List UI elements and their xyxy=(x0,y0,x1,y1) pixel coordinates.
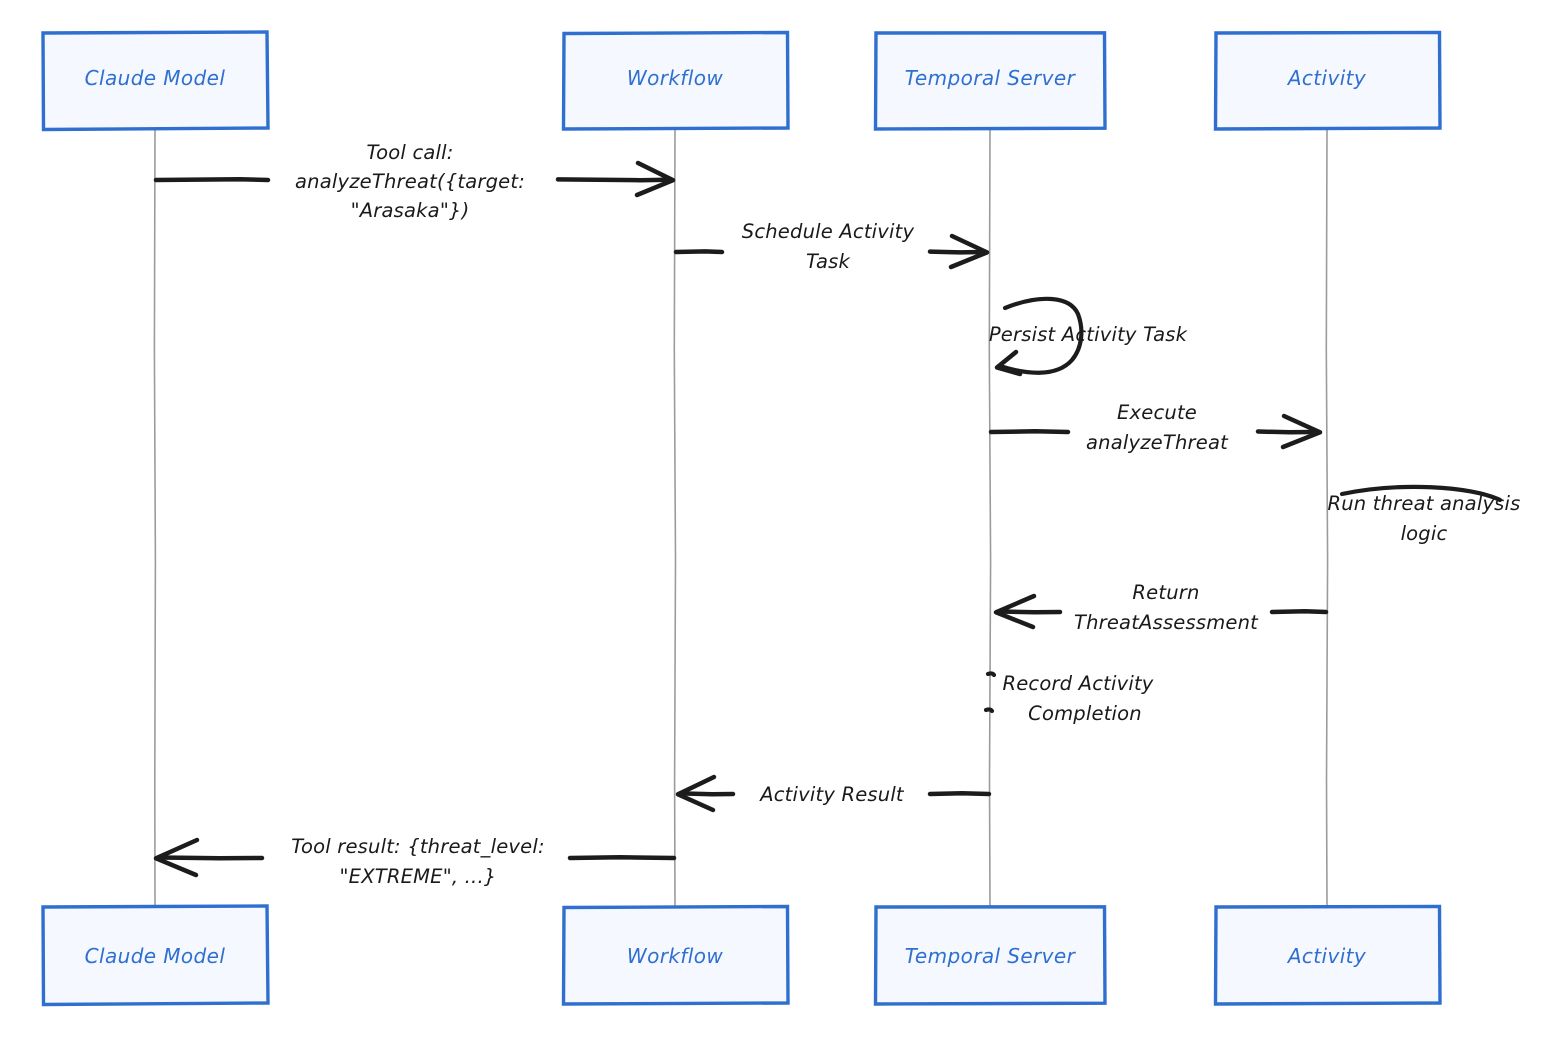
self-loop-arc-5 xyxy=(1339,484,1503,503)
message-record-activity-completion[interactable]: Record Activity Completion xyxy=(983,671,1154,725)
arrowhead-right-1 xyxy=(634,160,676,198)
actor-box-claude-top[interactable]: Claude Model xyxy=(41,30,270,132)
message-line-4b xyxy=(1255,429,1315,435)
message-line-8b xyxy=(682,791,736,797)
message-label-7-line-2: Completion xyxy=(1028,702,1142,725)
message-label-4-line-1: Execute xyxy=(1117,401,1197,424)
message-label-1-line-3: "Arasaka"}) xyxy=(351,199,470,222)
message-label-2-line-1: Schedule Activity xyxy=(742,220,915,243)
message-label-9-line-2: "EXTREME", ...} xyxy=(340,865,497,888)
actor-box-temporal-bottom-shape xyxy=(873,905,1107,1006)
message-line-4 xyxy=(988,429,1071,435)
message-label-5-line-1: Run threat analysis xyxy=(1327,492,1520,515)
actor-box-activity-bottom[interactable]: Activity xyxy=(1213,904,1442,1006)
arrowhead-right-4 xyxy=(1280,413,1323,450)
message-label-2-line-2: Task xyxy=(806,250,851,273)
lifeline-workflow xyxy=(673,129,677,907)
actor-box-workflow-top-shape xyxy=(561,30,790,131)
self-loop-arc-7 xyxy=(985,671,997,678)
arrowhead-left-9 xyxy=(153,837,200,878)
arrowhead-left-6 xyxy=(993,593,1037,630)
actor-label-workflow-top: Workflow xyxy=(627,66,723,90)
message-tool-call[interactable]: Tool call: analyzeThreat({target: "Arasa… xyxy=(153,141,676,222)
arrowhead-right-2 xyxy=(948,233,990,270)
message-label-3: Persist Activity Task xyxy=(989,323,1188,346)
message-line-1 xyxy=(153,176,271,183)
actor-label-temporal-top: Temporal Server xyxy=(905,66,1077,90)
actor-label-temporal-bottom: Temporal Server xyxy=(905,944,1077,968)
message-label-8: Activity Result xyxy=(758,783,905,806)
lifelines-group xyxy=(153,129,1329,907)
message-persist-activity-task[interactable]: Persist Activity Task xyxy=(989,296,1188,377)
lifeline-temporal xyxy=(988,129,992,907)
message-line-2 xyxy=(673,249,725,255)
message-label-6-line-1: Return xyxy=(1132,581,1199,604)
self-loop-arc-3 xyxy=(997,296,1084,375)
arrowhead-self-3 xyxy=(994,349,1023,377)
message-line-6b xyxy=(997,609,1063,615)
actor-box-workflow-top[interactable]: Workflow xyxy=(561,30,790,131)
message-line-2b xyxy=(927,249,985,255)
actor-box-temporal-top-shape xyxy=(873,31,1107,131)
message-label-7-line-1: Record Activity xyxy=(1002,672,1153,695)
message-line-9b xyxy=(157,855,265,861)
lifeline-claude xyxy=(153,129,157,907)
actor-box-claude-bottom-shape xyxy=(41,904,270,1007)
message-label-1-line-2: analyzeThreat({target: xyxy=(295,170,525,193)
actor-box-temporal-bottom[interactable]: Temporal Server xyxy=(873,905,1107,1006)
actor-box-activity-top-shape xyxy=(1213,30,1442,131)
message-label-5-line-2: logic xyxy=(1401,522,1448,545)
actor-label-activity-bottom: Activity xyxy=(1286,944,1367,968)
actor-label-workflow-bottom: Workflow xyxy=(627,944,723,968)
actor-box-workflow-bottom[interactable]: Workflow xyxy=(561,904,790,1006)
lifeline-activity xyxy=(1325,129,1329,907)
message-execute-analyze-threat[interactable]: Execute analyzeThreat xyxy=(988,401,1323,454)
actor-label-claude-top: Claude Model xyxy=(85,66,226,90)
actor-boxes-bottom: Claude Model Workflow Temporal Server Ac… xyxy=(41,904,1442,1007)
actor-boxes-top: Claude Model Workflow Temporal Server Ac… xyxy=(41,30,1442,132)
message-line-9 xyxy=(567,855,677,861)
message-label-1-line-1: Tool call: xyxy=(366,141,453,164)
actor-box-claude-top-shape xyxy=(41,30,270,132)
actor-box-activity-top[interactable]: Activity xyxy=(1213,30,1442,131)
message-tool-result[interactable]: Tool result: {threat_level: "EXTREME", .… xyxy=(153,835,677,888)
actor-box-workflow-bottom-shape xyxy=(561,904,790,1006)
message-label-9-line-1: Tool result: {threat_level: xyxy=(291,835,544,858)
message-schedule-activity-task[interactable]: Schedule Activity Task xyxy=(673,220,990,273)
actor-box-activity-bottom-shape xyxy=(1213,904,1442,1006)
message-return-threat-assessment[interactable]: Return ThreatAssessment xyxy=(993,581,1329,634)
arrowhead-left-8 xyxy=(675,774,717,813)
message-label-6-line-2: ThreatAssessment xyxy=(1074,611,1259,634)
actor-label-claude-bottom: Claude Model xyxy=(85,944,226,968)
actor-box-temporal-top[interactable]: Temporal Server xyxy=(873,31,1107,131)
message-activity-result[interactable]: Activity Result xyxy=(675,774,992,813)
message-line-8 xyxy=(927,791,992,797)
message-line-6 xyxy=(1269,609,1329,615)
actor-label-activity-top: Activity xyxy=(1286,66,1367,90)
self-loop-arc-7b xyxy=(983,707,995,714)
message-label-4-line-2: analyzeThreat xyxy=(1086,431,1229,454)
message-line-1b xyxy=(555,177,671,183)
message-run-threat-analysis-logic[interactable]: Run threat analysis logic xyxy=(1327,484,1520,545)
actor-box-claude-bottom[interactable]: Claude Model xyxy=(41,904,270,1007)
